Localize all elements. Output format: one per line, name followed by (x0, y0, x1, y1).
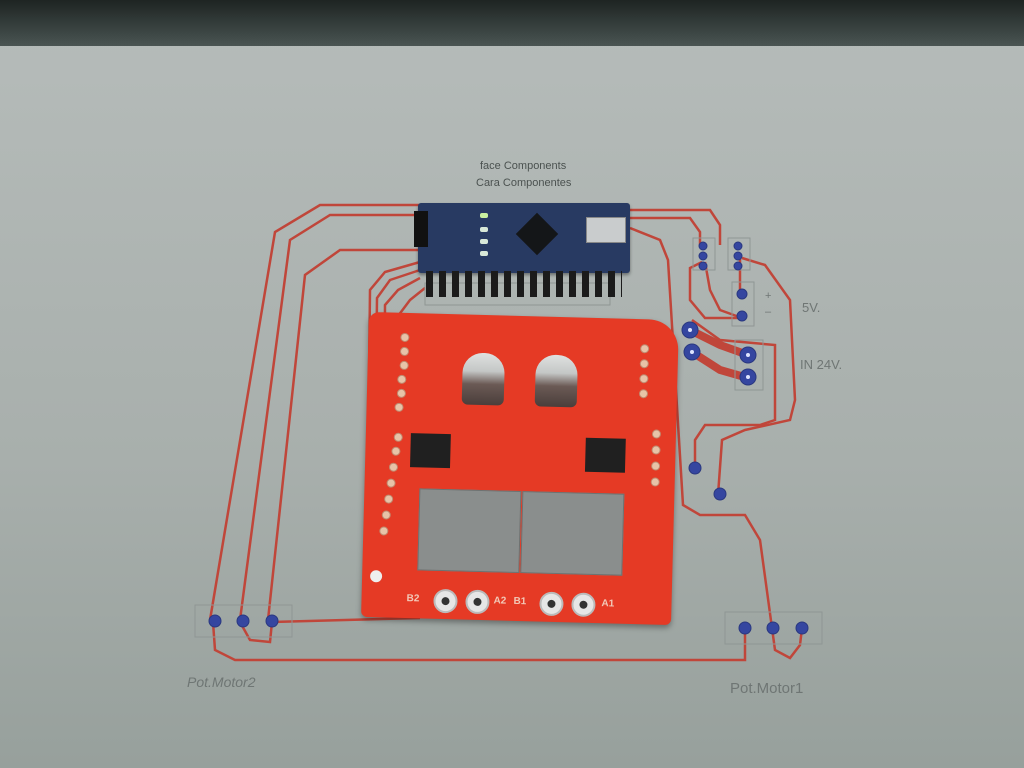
led-icon (480, 227, 488, 232)
dual-motor-driver-shield: B2 A2 B1 A1 (361, 311, 679, 626)
dark-background-edge (0, 0, 1024, 46)
terminal-label: B2 (406, 593, 420, 605)
terminal-label: B1 (513, 595, 527, 608)
label-5v: 5V. (802, 300, 821, 315)
minus-mark: – (765, 306, 772, 318)
led-icon (480, 239, 488, 244)
header-pad (399, 346, 410, 357)
header-pad (650, 461, 661, 471)
nano-pin-header (426, 271, 622, 297)
led-icon (480, 213, 488, 218)
mounting-hole (369, 570, 383, 583)
header-pad (388, 462, 399, 472)
header-pad (379, 526, 389, 536)
screw-terminal (539, 591, 564, 617)
header-pad (639, 359, 649, 369)
screw-terminal (571, 592, 596, 618)
microcontroller-chip (515, 212, 559, 256)
plus-mark: + (765, 290, 772, 302)
nano-header-jumper (414, 211, 428, 247)
header-pad (393, 432, 403, 442)
voltage-regulator (584, 437, 626, 473)
header-pad (651, 445, 661, 455)
mini-usb-port (586, 217, 626, 243)
header-pad (381, 510, 391, 520)
header-pad (400, 332, 410, 343)
label-in-24v: IN 24V. (800, 357, 843, 372)
arduino-nano-board (414, 203, 630, 297)
header-pad (640, 344, 650, 354)
header-pad (651, 429, 662, 439)
motor-driver-ic (417, 488, 522, 574)
terminal-label: A1 (601, 598, 615, 610)
label-pot-motor2: Pot.Motor2 (187, 674, 256, 690)
screw-terminal (433, 588, 458, 614)
electrolytic-capacitor (534, 354, 578, 408)
header-english: face Components (480, 160, 567, 172)
terminal-label: A2 (493, 595, 507, 607)
header-pad (638, 389, 649, 399)
header-spanish: Cara Componentes (476, 177, 572, 189)
header-pad (396, 388, 407, 398)
electrolytic-capacitor (461, 352, 506, 406)
header-pad (639, 374, 649, 384)
led-icon (480, 251, 488, 256)
voltage-regulator (409, 433, 451, 469)
motor-driver-ic (520, 491, 625, 576)
header-pad (399, 360, 409, 371)
header-pad (394, 402, 404, 412)
header-pad (391, 446, 401, 456)
header-pad (650, 477, 660, 487)
screw-terminal (465, 589, 490, 615)
label-pot-motor1: Pot.Motor1 (730, 680, 804, 697)
header-pad (397, 374, 407, 384)
header-pad (384, 494, 394, 504)
header-pad (386, 478, 396, 488)
